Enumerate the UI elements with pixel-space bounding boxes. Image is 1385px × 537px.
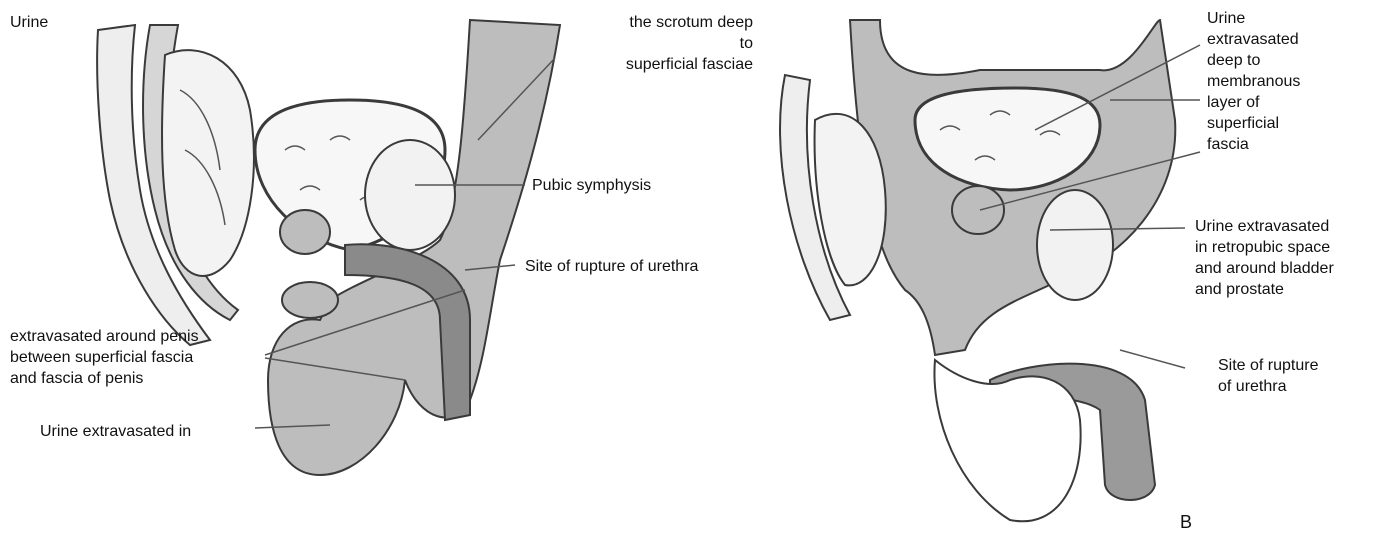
left-label-penis-line-1: extravasated around penis — [10, 326, 199, 347]
right-label-retropubic-line-3: and around bladder — [1195, 258, 1334, 279]
left-pubic-symphysis — [365, 140, 455, 250]
left-prostate — [280, 210, 330, 254]
right-label-deep-line-4: membranous — [1207, 71, 1300, 92]
left-pelvic-viscera — [162, 50, 254, 276]
right-label-deep: Urine extravasated deep to membranous la… — [1207, 8, 1300, 155]
right-label-rupture-line-1: Site of rupture — [1218, 355, 1319, 376]
left-bulb — [282, 282, 338, 318]
right-label-retropubic-line-1: Urine extravasated — [1195, 216, 1334, 237]
left-label-urine-top: Urine — [10, 12, 48, 33]
left-label-penis: extravasated around penis between superf… — [10, 326, 199, 389]
left-label-penis-line-2: between superficial fascia — [10, 347, 199, 368]
left-label-rupture: Site of rupture of urethra — [525, 256, 698, 277]
left-label-urine-in: Urine extravasated in — [40, 421, 191, 442]
right-label-retropubic-line-4: and prostate — [1195, 279, 1334, 300]
right-label-retropubic: Urine extravasated in retropubic space a… — [1195, 216, 1334, 300]
left-label-penis-line-3: and fascia of penis — [10, 368, 199, 389]
right-label-deep-line-6: superficial — [1207, 113, 1300, 134]
right-label-deep-line-1: Urine — [1207, 8, 1300, 29]
right-scrotum — [934, 360, 1080, 521]
right-label-retropubic-line-2: in retropubic space — [1195, 237, 1334, 258]
right-label-rupture-line-2: of urethra — [1218, 376, 1319, 397]
right-label-deep-line-2: extravasated — [1207, 29, 1300, 50]
left-section-drawing — [97, 20, 560, 475]
left-label-scrotum: the scrotum deep to superficial fasciae — [580, 12, 753, 75]
right-pubic-symphysis — [1037, 190, 1113, 300]
left-label-scrotum-line-3: superficial fasciae — [580, 54, 753, 75]
panel-letter-b: B — [1180, 512, 1192, 533]
right-label-deep-line-5: layer of — [1207, 92, 1300, 113]
left-label-scrotum-line-1: the scrotum deep — [580, 12, 753, 33]
right-label-rupture: Site of rupture of urethra — [1218, 355, 1319, 397]
right-prostate — [952, 186, 1004, 234]
right-label-deep-line-7: fascia — [1207, 134, 1300, 155]
right-label-deep-line-3: deep to — [1207, 50, 1300, 71]
left-label-pubic-symphysis: Pubic symphysis — [532, 175, 651, 196]
left-label-scrotum-line-2: to — [580, 33, 753, 54]
right-section-drawing — [780, 20, 1175, 521]
